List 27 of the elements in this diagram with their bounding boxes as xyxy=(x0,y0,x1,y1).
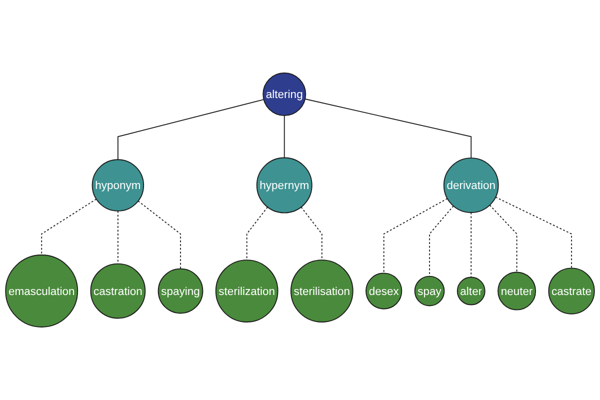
connector xyxy=(470,212,472,278)
node-circle: sterilisation xyxy=(290,260,354,322)
connector xyxy=(284,115,285,158)
node-circle: spaying xyxy=(158,268,204,314)
connector xyxy=(300,206,322,261)
node-circle: hyponym xyxy=(92,159,144,212)
node-circle: castration xyxy=(90,263,146,319)
connector xyxy=(495,196,572,269)
connector xyxy=(246,206,268,261)
node-circle: spay xyxy=(414,276,445,306)
node-circle: alter xyxy=(456,276,486,306)
node-circle: hypernym xyxy=(256,157,312,214)
node-circle: derivation xyxy=(443,158,499,213)
connector xyxy=(117,210,118,264)
node-circle: castrate xyxy=(548,268,595,314)
node-circle: neuter xyxy=(498,272,536,310)
connector xyxy=(489,204,518,273)
node-circle: altering xyxy=(262,72,306,116)
connector xyxy=(383,198,448,274)
node-circle: emasculation xyxy=(5,254,78,328)
node-circle: desex xyxy=(366,272,402,310)
connector xyxy=(304,98,472,159)
connector xyxy=(429,206,454,277)
node-circle: sterilization xyxy=(215,260,278,322)
connector xyxy=(41,198,97,256)
connector xyxy=(117,99,264,160)
connector xyxy=(138,200,181,270)
